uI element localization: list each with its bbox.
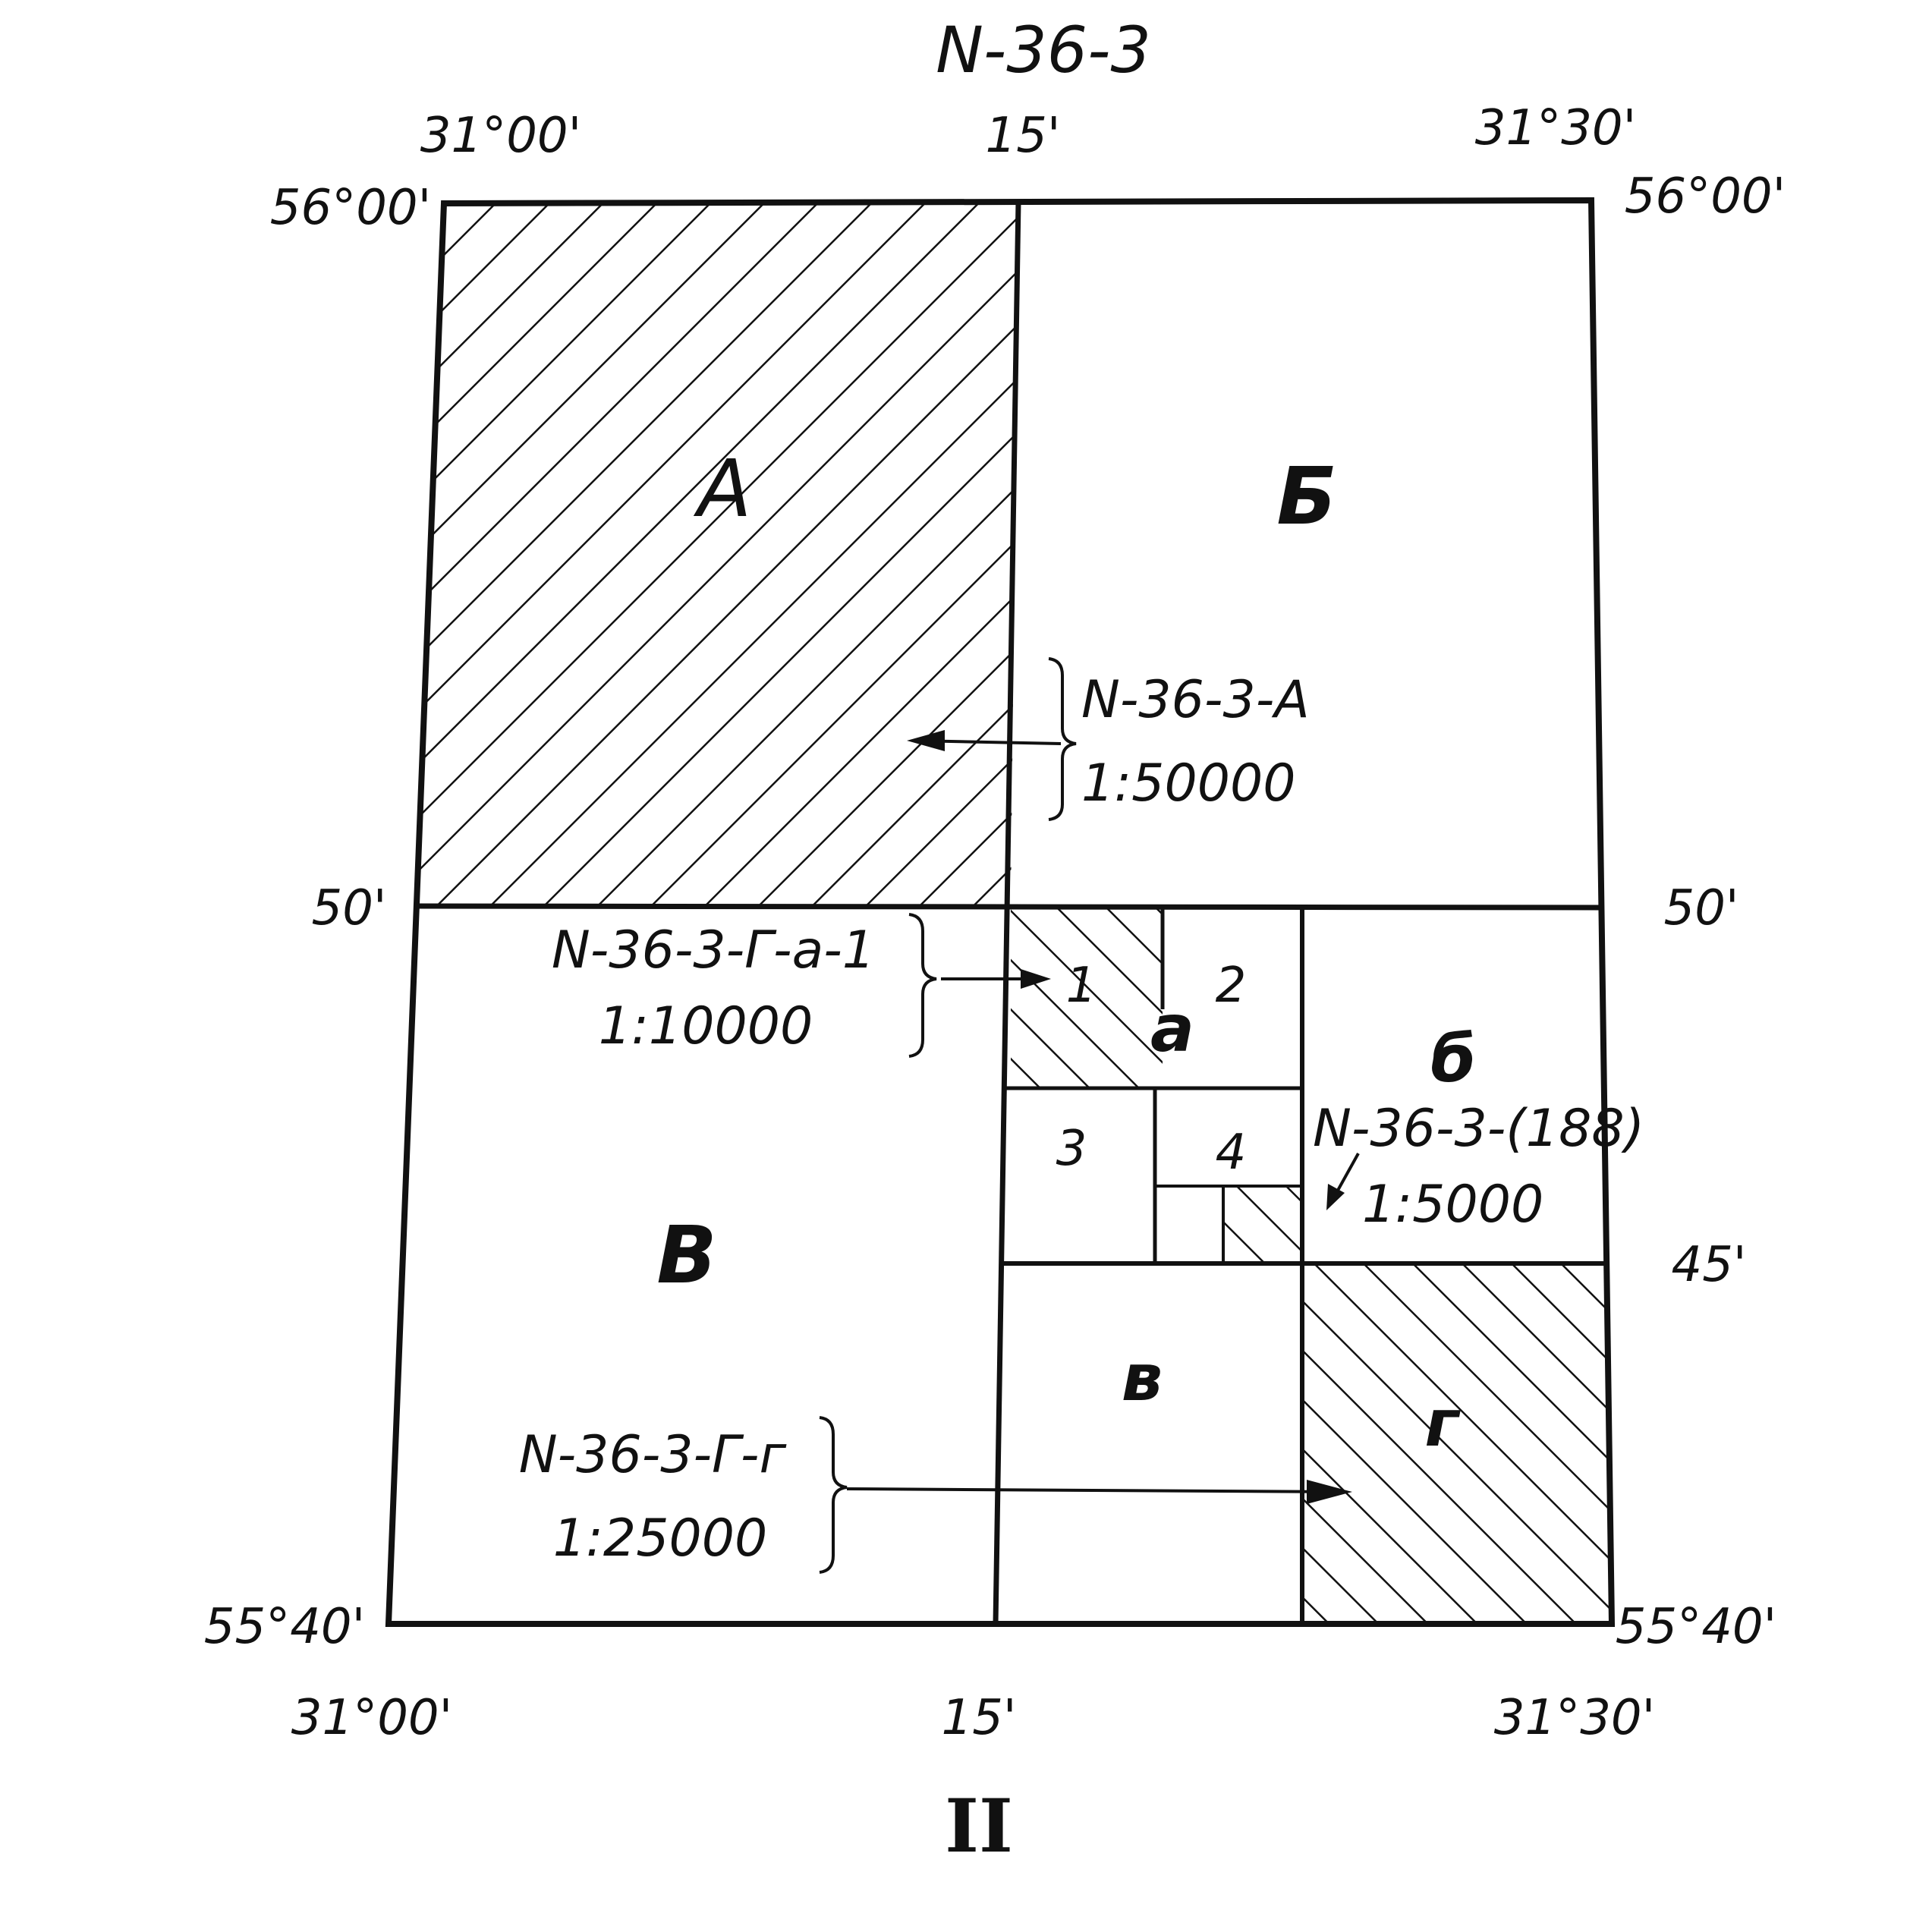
bracket-50k xyxy=(1048,657,1077,821)
annotation-10k-scale: 1:10000 xyxy=(599,996,813,1056)
lat-50-right: 50' xyxy=(1663,880,1738,936)
lat-45-right: 45' xyxy=(1671,1237,1746,1293)
bracket-10k xyxy=(908,913,937,1058)
figure-number: II xyxy=(945,1783,1013,1869)
sheet-frame xyxy=(385,197,1616,1627)
annotation-10k-code: N-36-3-Г-а-1 xyxy=(552,920,875,980)
sheet-label-a: А xyxy=(693,442,751,535)
annotation-50k-scale: 1:50000 xyxy=(1081,754,1296,813)
sheet-g-a-1-hatch xyxy=(1011,906,1163,1088)
bracket-25k xyxy=(819,1416,848,1574)
sheet-5000-hatch xyxy=(1223,1186,1301,1263)
annotation-25k-scale: 1:25000 xyxy=(553,1509,768,1569)
lon-bottom-mid: 15' xyxy=(941,1690,1016,1746)
sheet-label-v-small: в xyxy=(1122,1340,1163,1416)
arrow-5k-head xyxy=(1326,1184,1345,1210)
meridian-15 xyxy=(993,201,1021,1625)
lon-bottom-left: 31°00' xyxy=(291,1690,452,1746)
arrow-10k-head xyxy=(1021,969,1051,989)
sheet-label-4: 4 xyxy=(1216,1125,1247,1181)
sheet-g-g-hatch xyxy=(1302,1263,1612,1624)
sheet-label-2: 2 xyxy=(1216,958,1247,1014)
arrow-25k-line xyxy=(846,1487,1344,1493)
sheet-label-v: В xyxy=(656,1209,716,1301)
lat-top-right: 56°00' xyxy=(1625,168,1786,225)
sheet-label-g-small: г xyxy=(1425,1386,1462,1462)
sheet-label-3: 3 xyxy=(1056,1121,1087,1177)
annotation-5k-code: N-36-3-(188) xyxy=(1313,1099,1644,1159)
sheet-label-b-small: б xyxy=(1430,1021,1476,1097)
diagram-title: N-36-3 xyxy=(936,13,1151,87)
sheet-a-hatch xyxy=(414,203,1018,906)
lat-bottom-left: 55°40' xyxy=(204,1599,365,1655)
lat-50-left: 50' xyxy=(311,880,386,936)
lat-bottom-right: 55°40' xyxy=(1616,1599,1776,1655)
parallel-50 xyxy=(413,903,1603,911)
sheet-label-1: 1 xyxy=(1066,958,1097,1014)
annotation-5k-scale: 1:5000 xyxy=(1362,1175,1543,1235)
lat-top-left: 56°00' xyxy=(270,180,431,236)
arrow-50k-head xyxy=(907,730,945,751)
annotation-25k-code: N-36-3-Г-г xyxy=(519,1425,788,1485)
annotation-50k-code: N-36-3-A xyxy=(1081,670,1310,730)
lon-top-left: 31°00' xyxy=(420,108,581,164)
arrow-25k-head xyxy=(1307,1480,1352,1504)
sheet-label-a-small: а xyxy=(1150,991,1194,1067)
lon-bottom-right: 31°30' xyxy=(1494,1690,1655,1746)
sheet-label-b: Б xyxy=(1276,450,1336,543)
lon-top-mid: 15' xyxy=(985,108,1060,164)
lon-top-right: 31°30' xyxy=(1475,100,1636,156)
